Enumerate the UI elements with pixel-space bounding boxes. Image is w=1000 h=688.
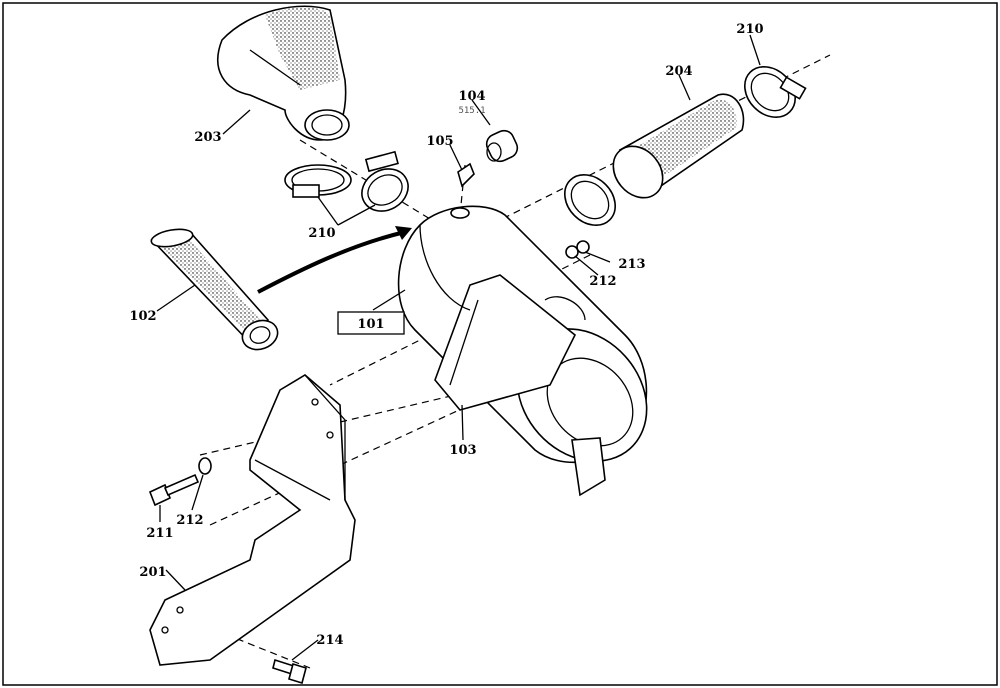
callout-103: 103 (449, 443, 476, 458)
part-212-washer-lower (198, 457, 212, 475)
callout-212-lower: 212 (176, 513, 203, 528)
callout-104-sub: 515.1 (458, 106, 485, 116)
part-203-elbow-hose (217, 5, 350, 141)
callout-213: 213 (618, 257, 645, 272)
part-210-hose-clamps-right (564, 66, 807, 226)
callout-leaders (156, 34, 761, 661)
callout-214: 214 (316, 633, 343, 648)
callout-211: 211 (146, 526, 173, 541)
part-211-bolt (148, 473, 200, 507)
callout-210-left: 210 (308, 226, 335, 241)
part-102-inlet-cap (150, 228, 279, 351)
part-104-service-indicator (485, 129, 519, 163)
part-212-213-washers (565, 240, 590, 259)
callout-105: 105 (426, 134, 453, 149)
part-204-extension-tube (612, 93, 745, 199)
callout-box-101 (337, 311, 405, 335)
part-210-hose-clamps-left (284, 150, 409, 212)
part-201-mounting-bracket (149, 374, 356, 666)
callout-203: 203 (194, 130, 221, 145)
callout-labels: 101 102 103 104 515.1 105 201 203 204 21… (129, 22, 763, 648)
callout-101: 101 (357, 317, 384, 332)
callout-212-upper: 212 (589, 274, 616, 289)
assembly-arrow (257, 226, 412, 294)
callout-104: 104 (458, 89, 485, 104)
callout-102: 102 (129, 309, 156, 324)
callout-210-right: 210 (736, 22, 763, 37)
callout-204: 204 (665, 64, 692, 79)
part-103-air-filter-housing (397, 205, 648, 497)
part-214-bolt (272, 658, 307, 685)
callout-201: 201 (139, 565, 166, 580)
